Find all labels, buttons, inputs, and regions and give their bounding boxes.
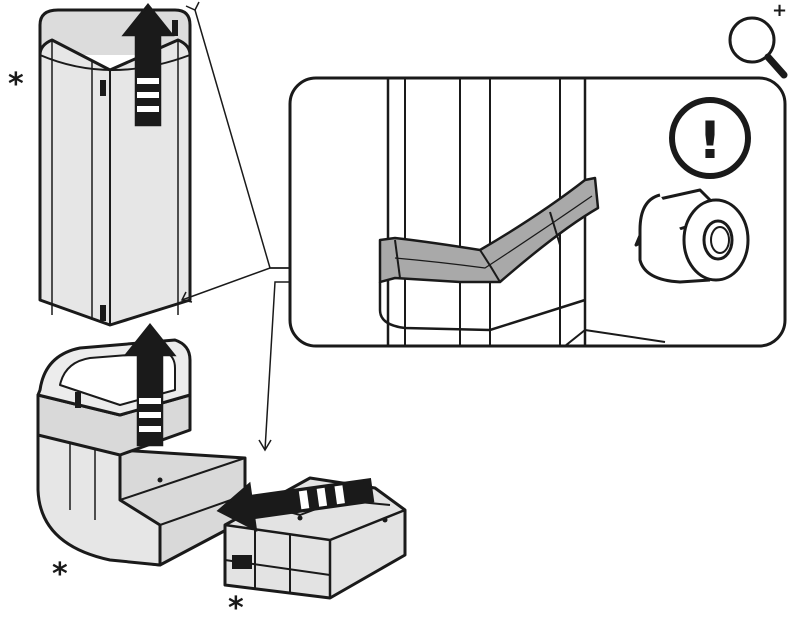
asterisk-marker-box: * (228, 591, 244, 626)
magnifier-plus-icon (728, 16, 788, 79)
lift-arrow-up-top (121, 2, 175, 127)
push-arrow-left (216, 477, 375, 532)
tape-roll-icon (634, 188, 750, 284)
asterisk-marker-elbow: * (52, 557, 68, 592)
callout-pointer-lines (180, 1, 290, 452)
exclamation-circle-icon: ! (669, 97, 751, 179)
lift-arrow-up-elbow (123, 322, 177, 447)
tape-wrap (378, 176, 600, 284)
upper-duct-part (38, 8, 192, 327)
zoom-plus-glyph: + (772, 0, 788, 21)
warning-glyph: ! (698, 111, 722, 171)
elbow-duct-part (36, 338, 247, 567)
asterisk-marker-upper: * (8, 67, 24, 102)
detail-callout-panel: ! (288, 76, 787, 348)
